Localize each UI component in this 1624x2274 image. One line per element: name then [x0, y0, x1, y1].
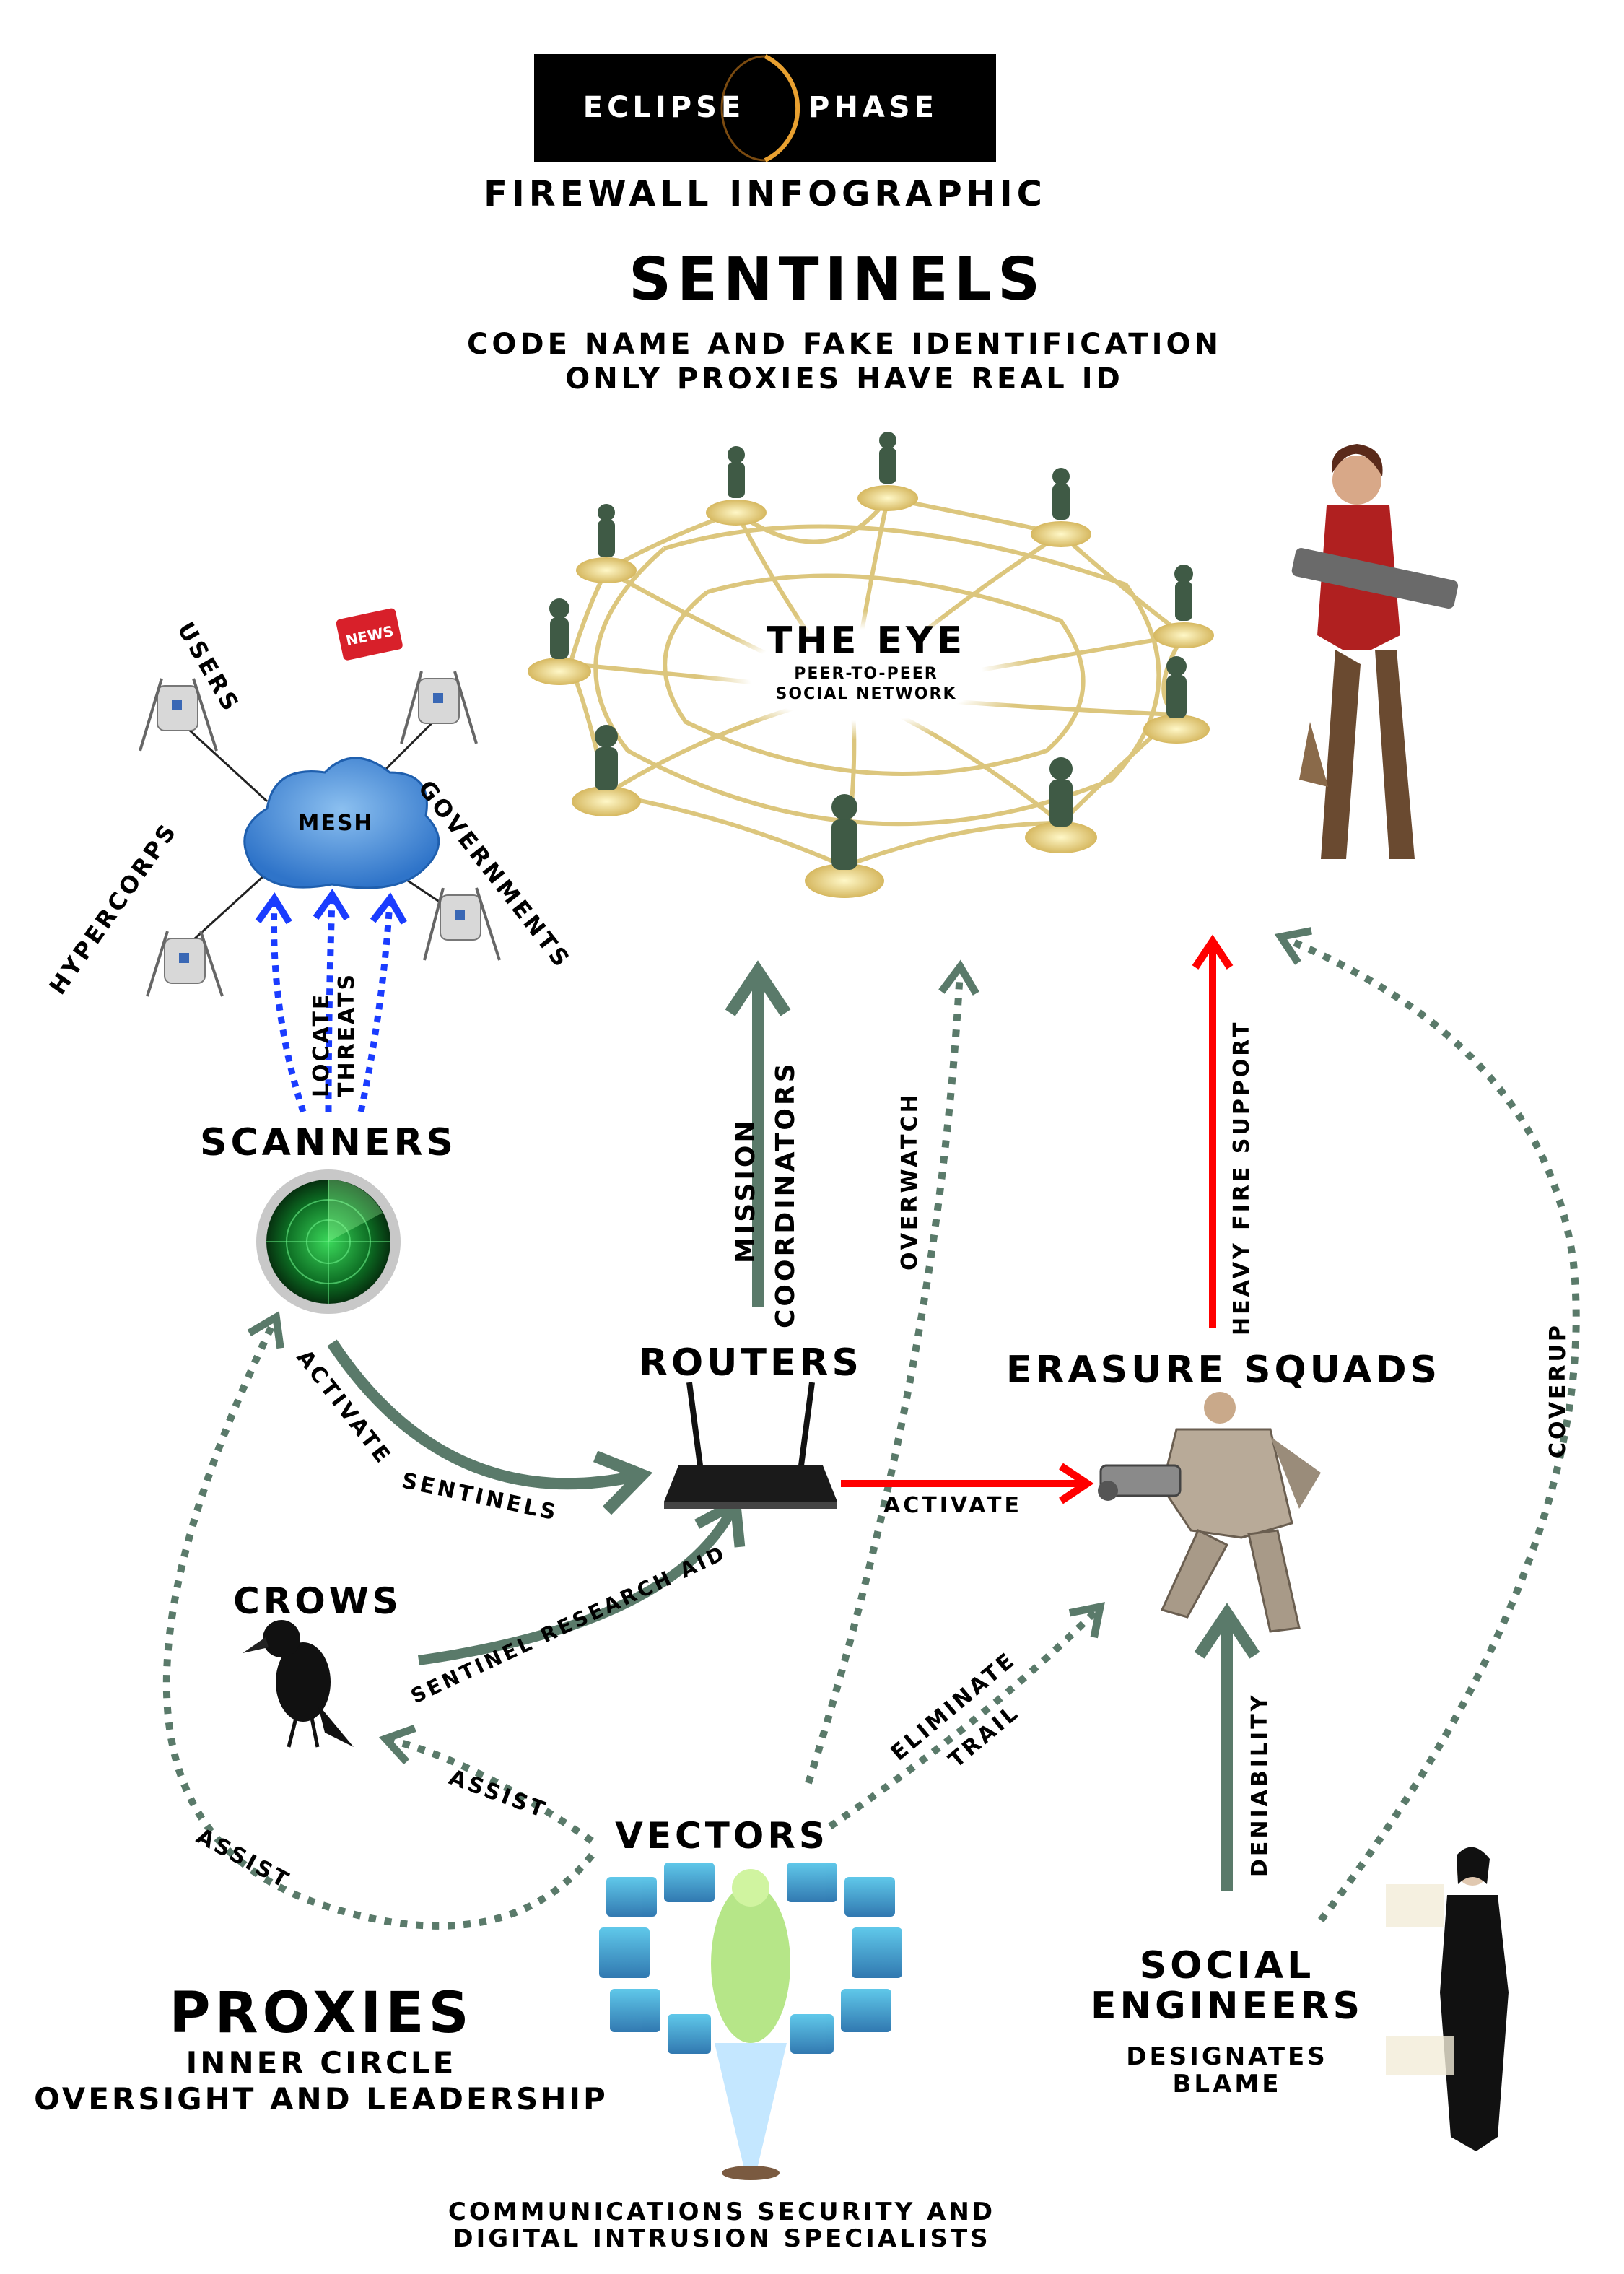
- sentinel-research-label: SENTINEL RESEARCH AID: [407, 1541, 730, 1708]
- footer-line-2: DIGITAL INTRUSION SPECIALISTS: [453, 2224, 990, 2253]
- network-person-1: [706, 446, 767, 526]
- coverup-arrow: [1274, 927, 1580, 1923]
- holo-screens: [599, 1863, 902, 2054]
- activate-sentinels-arrow: [327, 1339, 653, 1515]
- eclipse-phase-logo: ECLIPSE PHASE: [534, 54, 996, 162]
- logo-left-text: ECLIPSE: [583, 91, 746, 124]
- green-dotted-arrows: [162, 927, 1580, 1930]
- routers-label: ROUTERS: [639, 1341, 863, 1385]
- crows-label: CROWS: [233, 1580, 402, 1622]
- header-line-1: CODE NAME AND FAKE IDENTIFICATION: [467, 328, 1222, 361]
- network-person-3: [1031, 468, 1091, 547]
- social-engineers-line-1: SOCIAL: [1140, 1944, 1315, 1987]
- red-arrows: [841, 934, 1234, 1504]
- social-engineers-line-2: ENGINEERS: [1091, 1985, 1363, 2028]
- network-person-8: [572, 725, 641, 816]
- vectors-label: VECTORS: [615, 1815, 829, 1857]
- locate-label: LOCATE: [309, 993, 334, 1097]
- heavy-fire-label: HEAVY FIRE SUPPORT: [1229, 1019, 1254, 1336]
- mesh-label: MESH: [297, 811, 373, 836]
- network-person-6: [1025, 757, 1097, 853]
- social-engineers-sub-1: DESIGNATES: [1126, 2042, 1328, 2071]
- network-person-5: [1143, 656, 1210, 744]
- network-person-10: [576, 504, 637, 583]
- mesh-cluster: MESH NEWS U: [43, 608, 577, 1000]
- coverup-label: COVERUP: [1545, 1323, 1571, 1458]
- threats-label: THREATS: [334, 972, 359, 1097]
- the-eye-line2: SOCIAL NETWORK: [776, 685, 957, 703]
- green-arrows: [327, 960, 1260, 1891]
- the-eye-network: THE EYE PEER-TO-PEER SOCIAL NETWORK: [528, 432, 1214, 898]
- router-icon: [664, 1382, 837, 1509]
- logo-right-text: PHASE: [808, 91, 938, 124]
- antenna-device-governments-top: [400, 671, 478, 744]
- social-engineers-sub-2: BLAME: [1173, 2070, 1282, 2099]
- sentinel-research-arrow: [418, 1494, 746, 1665]
- antenna-device-users: [139, 678, 218, 752]
- warrior-character-icon: [1291, 444, 1459, 859]
- proxies-title: PROXIES: [169, 1981, 473, 2046]
- scanners-label: SCANNERS: [200, 1121, 457, 1164]
- vectors-hologram-icon: [599, 1863, 902, 2180]
- overwatch-label: OVERWATCH: [897, 1092, 922, 1271]
- antenna-device-hypercorps: [146, 931, 224, 997]
- page-title: SENTINELS: [629, 245, 1046, 314]
- assist-scanners-arrow: [162, 1311, 595, 1930]
- social-engineer-icon: [1386, 1847, 1509, 2151]
- radar-icon: [256, 1169, 401, 1314]
- footer-line-1: COMMUNICATIONS SECURITY AND: [448, 2197, 995, 2226]
- proxies-line-2: OVERSIGHT AND LEADERSHIP: [34, 2081, 608, 2117]
- news-icon: NEWS: [336, 608, 403, 661]
- locate-threats-arrows: [255, 889, 407, 1113]
- coordinators-label: COORDINATORS: [771, 1060, 800, 1328]
- eliminate-trail-arrow: [828, 1602, 1105, 1830]
- mech-icon: [1098, 1392, 1321, 1633]
- assist-crows-label: ASSIST: [445, 1765, 551, 1824]
- erasure-squads-label: ERASURE SQUADS: [1006, 1349, 1441, 1392]
- network-person-4: [1153, 565, 1214, 648]
- activate-label: ACTIVATE: [883, 1493, 1022, 1518]
- the-eye-title: THE EYE: [767, 619, 966, 663]
- proxies-line-1: INNER CIRCLE: [186, 2045, 457, 2081]
- assist-crows-arrow: [378, 1725, 594, 1844]
- mission-label: MISSION: [731, 1118, 761, 1263]
- antenna-device-governments: [423, 887, 501, 961]
- assist-scanners-label: ASSIST: [192, 1824, 294, 1894]
- header-line-2: ONLY PROXIES HAVE REAL ID: [565, 362, 1124, 396]
- deniability-label: DENIABILITY: [1247, 1693, 1272, 1877]
- mesh-cloud: MESH: [243, 757, 440, 889]
- network-person-9: [528, 598, 591, 685]
- crow-icon: [243, 1620, 354, 1748]
- hypercorps-label: HYPERCORPS: [43, 817, 183, 1000]
- network-person-7: [805, 794, 884, 898]
- the-eye-line1: PEER-TO-PEER: [794, 665, 938, 683]
- infographic-subtitle: FIREWALL INFOGRAPHIC: [484, 174, 1047, 214]
- network-person-2: [857, 432, 918, 511]
